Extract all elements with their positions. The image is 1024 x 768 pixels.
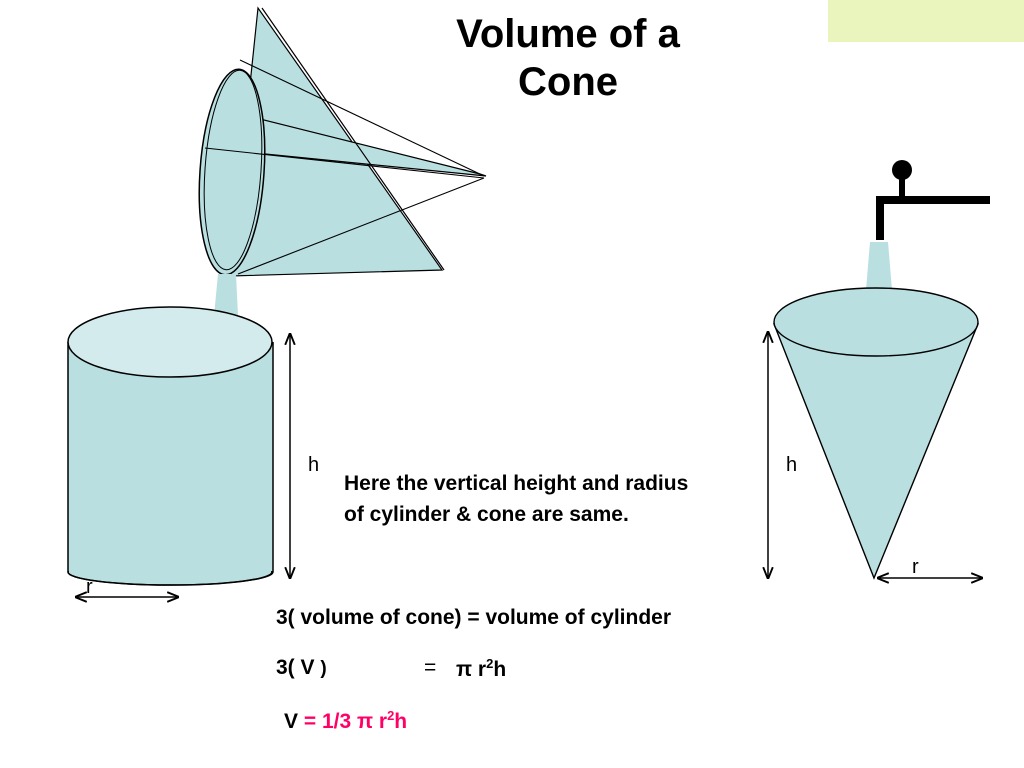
cylinder-height-label: h xyxy=(308,454,320,476)
stream-right xyxy=(866,242,892,290)
equation-line-3-exponent: 2 xyxy=(387,708,395,723)
equation-line-3-h: h xyxy=(394,710,408,733)
stream-left xyxy=(214,274,238,316)
equation-line-2-lhs: 3( V xyxy=(276,656,315,679)
cone xyxy=(772,287,980,580)
page-title: Volume of a Cone xyxy=(418,10,718,106)
title-line-1: Volume of a xyxy=(456,12,680,56)
equation-line-2-left: 3( V ) xyxy=(276,656,327,680)
equation-line-2-exponent: 2 xyxy=(486,656,494,671)
equation-line-2-rhs-base: π r xyxy=(456,658,487,681)
equation-line-2-paren: ) xyxy=(320,658,327,679)
corner-decoration xyxy=(828,0,1024,42)
tap-icon xyxy=(876,160,990,240)
equation-line-3: V = 1/3 π r2h xyxy=(284,708,407,734)
pouring-cone xyxy=(198,6,487,277)
cone-height-label: h xyxy=(786,454,798,476)
cylinder xyxy=(67,306,274,586)
equation-line-1: 3( volume of cone) = volume of cylinder xyxy=(276,606,672,629)
cone-radius-label: r xyxy=(912,556,919,578)
explanation-note: Here the vertical height and radius of c… xyxy=(344,472,689,526)
equation-line-3-formula: = 1/3 π r xyxy=(298,710,388,733)
title-line-2: Cone xyxy=(518,60,618,104)
equation-line-2-equals: = xyxy=(424,656,437,679)
equation-line-2-rhs-h: h xyxy=(493,658,507,681)
equation-line-3-var: V xyxy=(284,710,299,733)
cylinder-radius-label: r xyxy=(86,576,93,598)
equation-line-2-rhs: π r2h xyxy=(456,656,506,682)
